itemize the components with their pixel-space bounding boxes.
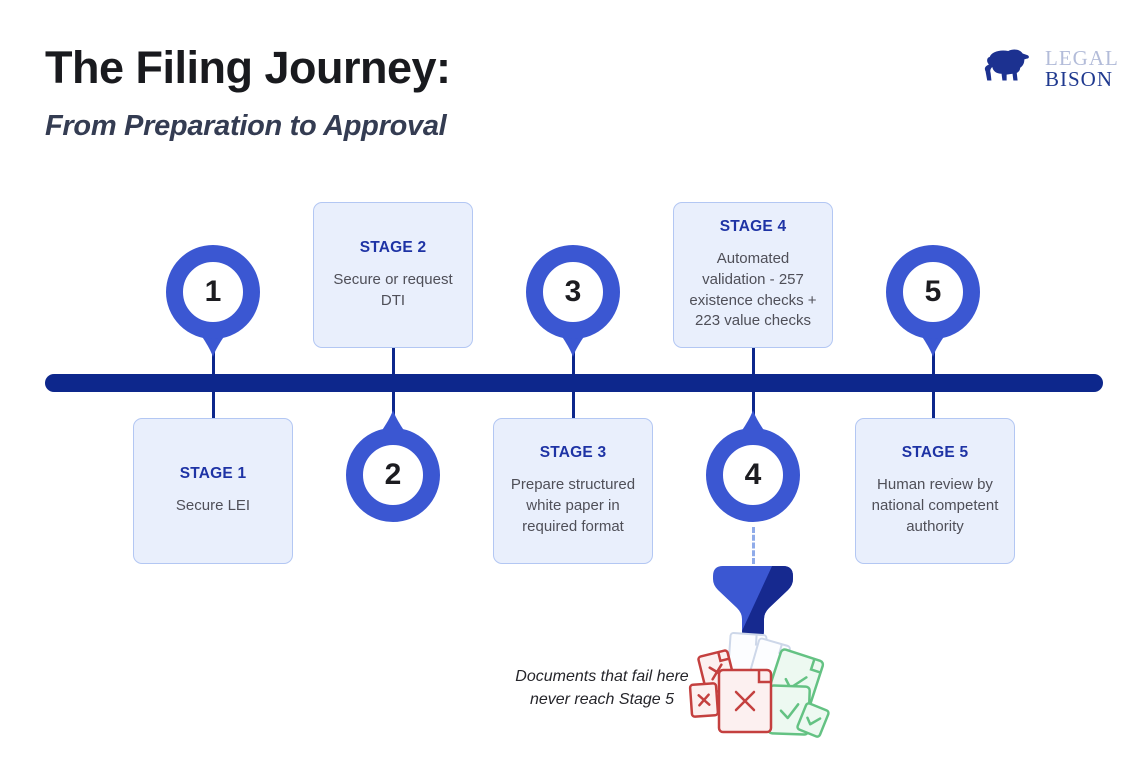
filtered-documents-illustration xyxy=(685,628,835,748)
connector-stage1-pin xyxy=(211,340,215,376)
passed-documents-icon xyxy=(796,702,830,738)
stage-description: Secure or request DTI xyxy=(333,270,453,309)
stage-label: STAGE 1 xyxy=(179,465,247,483)
stage-label: STAGE 3 xyxy=(539,444,607,462)
funnel-caption: Documents that fail here never reach Sta… xyxy=(492,666,712,711)
brand-word-bison: BISON xyxy=(1045,67,1114,91)
funnel-caption-line2: never reach Stage 5 xyxy=(529,690,675,708)
connector-stage1-card xyxy=(211,390,215,419)
connector-stage2-card xyxy=(391,347,395,376)
stage-number: 1 xyxy=(204,275,222,308)
brand-logo: LEGAL BISON xyxy=(983,44,1118,94)
connector-stage3-card xyxy=(571,390,575,419)
funnel-icon xyxy=(713,566,793,644)
stage-2-marker: 2 xyxy=(346,392,440,522)
timeline-bar xyxy=(45,374,1103,392)
stage-label: STAGE 4 xyxy=(719,218,787,236)
brand-name: LEGAL BISON xyxy=(1045,45,1119,91)
stage-3-marker: 3 xyxy=(526,245,620,375)
stage-2-card: STAGE 2 Secure or request DTI xyxy=(313,202,473,348)
stage-label: STAGE 5 xyxy=(901,444,969,462)
funnel-caption-line1: Documents that fail here xyxy=(515,668,689,685)
bison-icon xyxy=(983,47,1037,92)
funnel-drop-line xyxy=(751,527,755,564)
connector-stage4-pin xyxy=(751,390,755,416)
stage-5-marker: 5 xyxy=(886,245,980,375)
connector-stage2-pin xyxy=(391,390,395,416)
stage-description: Automated validation - 257 existence che… xyxy=(689,250,817,330)
stage-4-card: STAGE 4 Automated validation - 257 exist… xyxy=(673,202,833,348)
page-title: The Filing Journey: xyxy=(45,42,451,93)
stage-number: 2 xyxy=(384,458,402,491)
stage-4-marker: 4 xyxy=(706,392,800,522)
page-subtitle: From Preparation to Approval xyxy=(45,110,447,142)
stage-description: Secure LEI xyxy=(175,497,251,515)
connector-stage5-card xyxy=(931,390,935,419)
stage-3-card: STAGE 3 Prepare structured white paper i… xyxy=(493,418,653,564)
stage-1-marker: 1 xyxy=(166,245,260,375)
stage-label: STAGE 2 xyxy=(359,238,427,256)
stage-5-card: STAGE 5 Human review by national compete… xyxy=(855,418,1015,564)
connector-stage3-pin xyxy=(571,340,575,376)
connector-stage5-pin xyxy=(931,340,935,376)
failed-documents-icon xyxy=(688,682,720,718)
stage-1-card: STAGE 1 Secure LEI xyxy=(133,418,293,564)
stage-number: 3 xyxy=(564,275,582,308)
connector-stage4-card xyxy=(751,347,755,376)
stage-description: Prepare structured white paper in requir… xyxy=(510,476,636,535)
stage-description: Human review by national competent autho… xyxy=(871,476,999,535)
brand-word-legal: LEGAL xyxy=(1045,45,1119,70)
stage-number: 5 xyxy=(924,275,942,308)
stage-number: 4 xyxy=(744,458,762,491)
failed-documents-icon xyxy=(717,668,773,734)
